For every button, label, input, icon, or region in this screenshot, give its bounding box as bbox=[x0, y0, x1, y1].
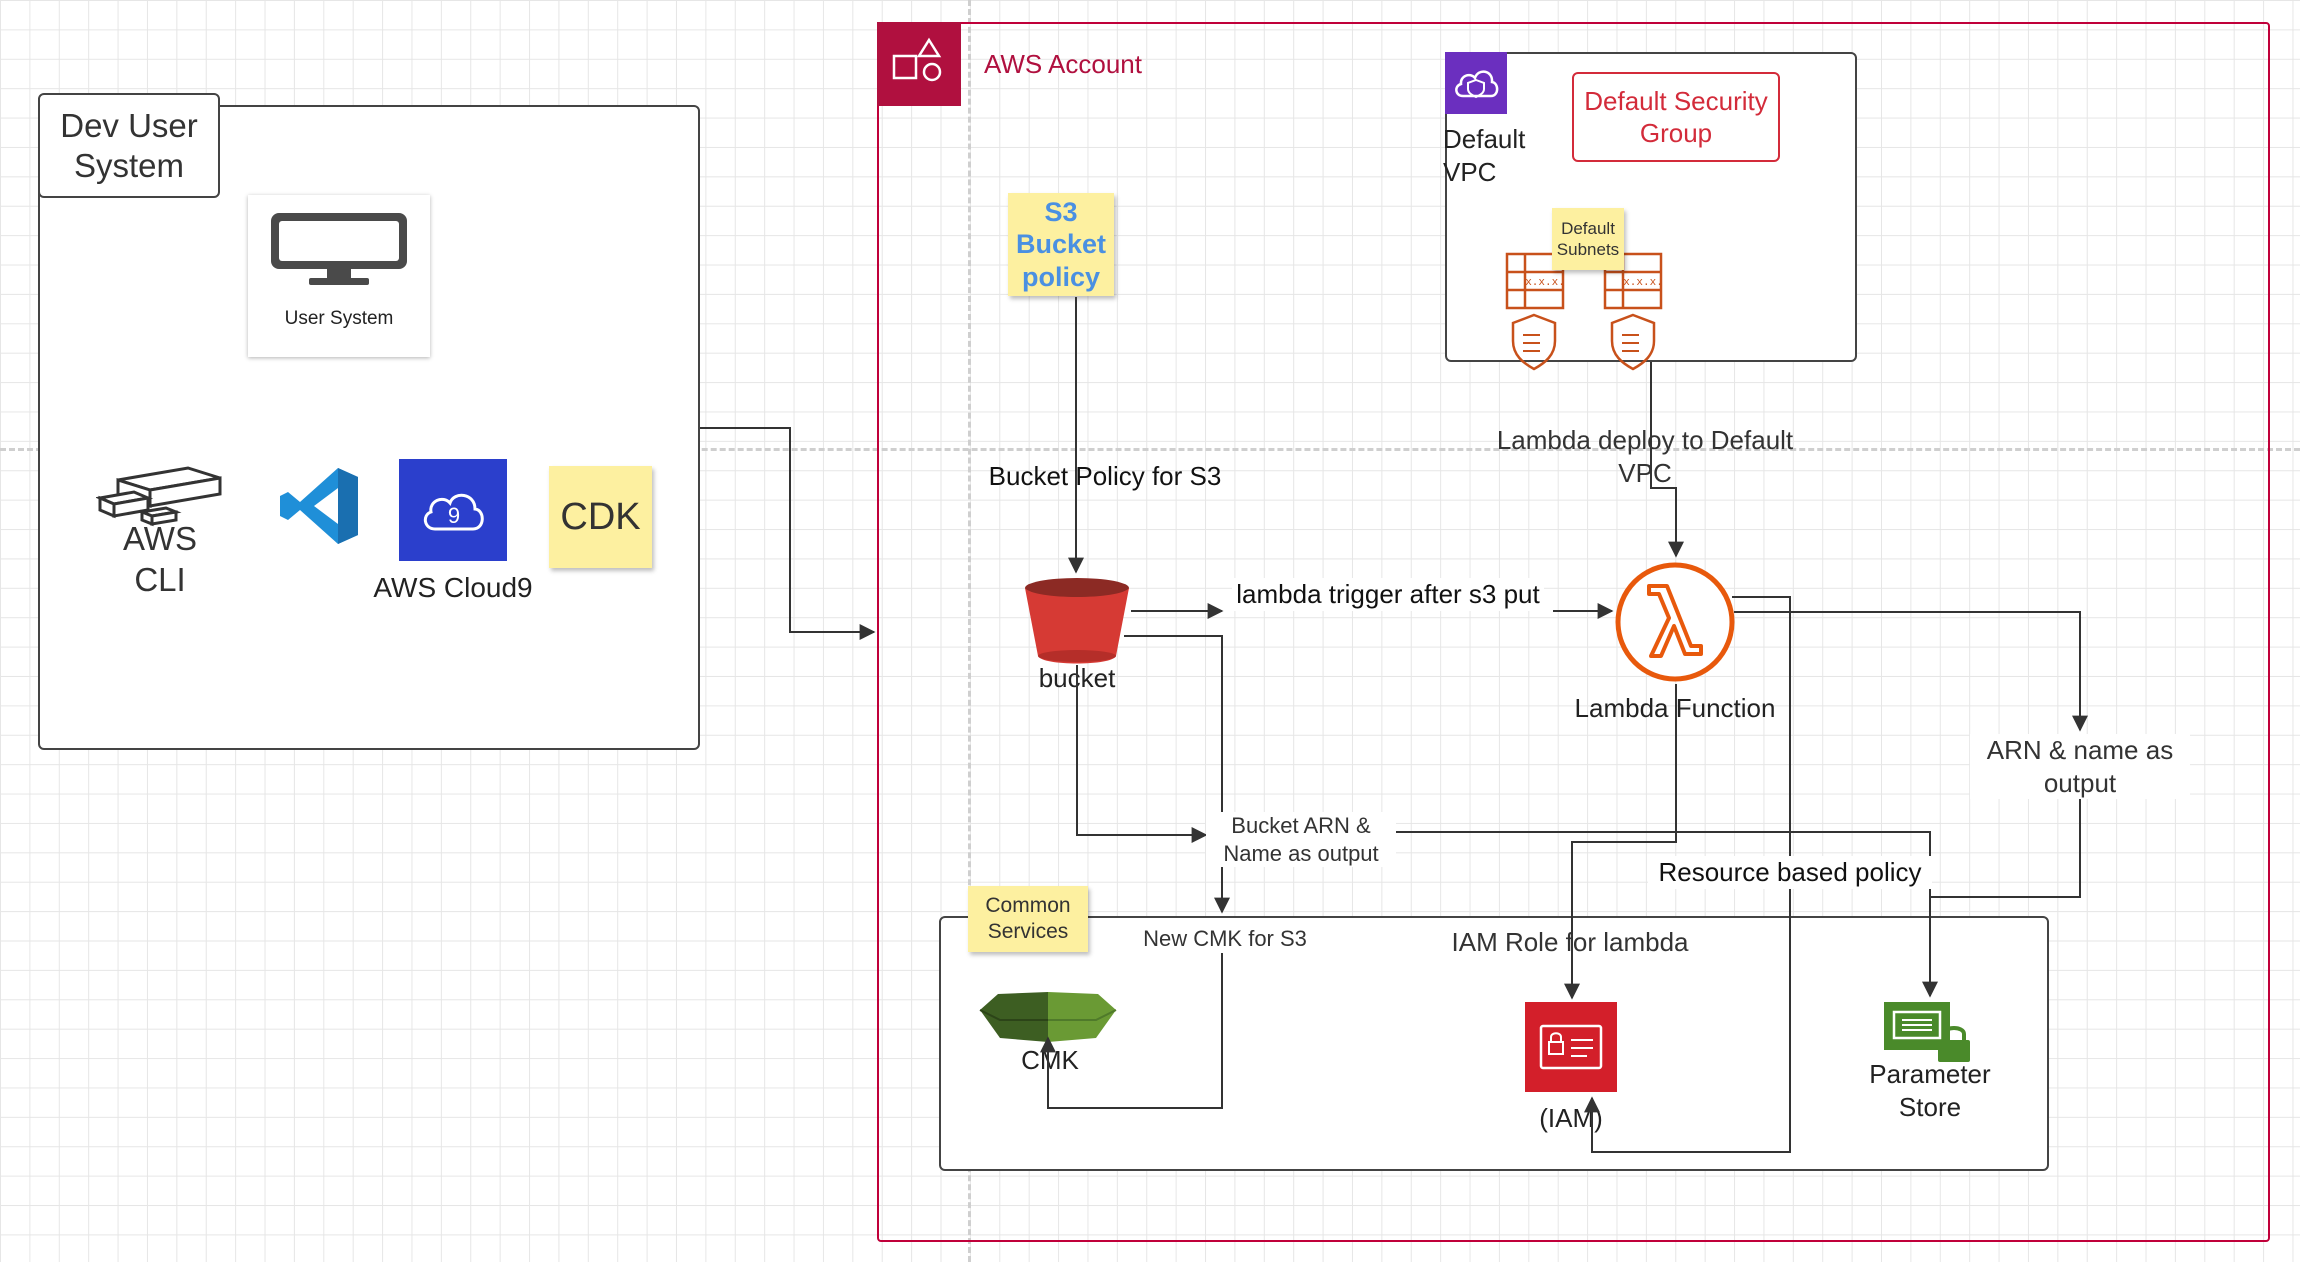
default-vpc-container[interactable] bbox=[1445, 52, 1857, 362]
edge-label-lambda-vpc: Lambda deploy to Default VPC bbox=[1496, 425, 1794, 488]
edge-label-lambda-trigger: lambda trigger after s3 put bbox=[1232, 578, 1544, 611]
edge-label-bucket-policy: Bucket Policy for S3 bbox=[988, 461, 1222, 491]
dev-system-title: Dev User System bbox=[60, 106, 198, 184]
subnet-icon-left: x.x.x. bbox=[1505, 252, 1565, 310]
monitor-icon bbox=[271, 213, 407, 285]
edge-dev-to-aws bbox=[700, 427, 876, 640]
edge-label-bucket-arn: Bucket ARN & Name as output bbox=[1206, 812, 1396, 867]
parameter-store-icon[interactable] bbox=[1882, 1000, 1972, 1064]
default-subnets-note[interactable]: Default Subnets bbox=[1552, 208, 1624, 270]
lambda-icon[interactable] bbox=[1613, 560, 1737, 684]
edge-label-resource-policy: Resource based policy bbox=[1648, 856, 1932, 889]
default-subnets-label: Default Subnets bbox=[1556, 218, 1620, 259]
vpc-label: Default VPC bbox=[1443, 124, 1526, 187]
aws-cli-icon[interactable] bbox=[96, 462, 224, 532]
cdk-label: CDK bbox=[560, 495, 641, 538]
subnet-icon-right: x.x.x. bbox=[1603, 252, 1663, 310]
cmk-label: CMK bbox=[1021, 1045, 1079, 1075]
bucket-label: bucket bbox=[1038, 663, 1116, 693]
svg-text:x.x.x.: x.x.x. bbox=[1525, 277, 1565, 289]
iam-label: (IAM) bbox=[1539, 1103, 1603, 1133]
edge-label-arn-output: ARN & name as output bbox=[1970, 734, 2190, 799]
s3-bucket-policy-note[interactable]: S3 Bucket policy bbox=[1008, 193, 1114, 296]
cloud9-icon[interactable]: 9 bbox=[399, 459, 507, 561]
common-services-label: Common Services bbox=[985, 893, 1071, 943]
parameter-store-label: Parameter Store bbox=[1869, 1059, 1991, 1122]
svg-text:9: 9 bbox=[448, 503, 460, 528]
cmk-icon[interactable] bbox=[978, 990, 1118, 1046]
shield-icon-right bbox=[1610, 313, 1656, 371]
user-system-card[interactable]: User System bbox=[248, 195, 430, 357]
s3-bucket-icon[interactable] bbox=[1020, 576, 1134, 666]
cloud9-label: AWS Cloud9 bbox=[373, 572, 533, 603]
user-system-label: User System bbox=[284, 308, 394, 329]
horizontal-dashed-guide bbox=[0, 448, 2300, 451]
vpc-icon bbox=[1445, 52, 1507, 114]
cdk-note[interactable]: CDK bbox=[549, 466, 652, 568]
svg-text:x.x.x.: x.x.x. bbox=[1623, 277, 1663, 289]
vscode-icon[interactable] bbox=[278, 466, 360, 546]
vertical-dashed-guide bbox=[968, 0, 971, 1262]
aws-account-container[interactable] bbox=[877, 22, 2270, 1242]
common-services-note[interactable]: Common Services bbox=[968, 886, 1088, 952]
aws-account-icon bbox=[877, 22, 961, 106]
security-group-box[interactable]: Default Security Group bbox=[1572, 72, 1780, 162]
security-group-label: Default Security Group bbox=[1584, 85, 1768, 149]
shield-icon-left bbox=[1511, 313, 1557, 371]
aws-cli-label: AWS CLI bbox=[123, 520, 197, 599]
aws-account-title: AWS Account bbox=[984, 49, 1142, 79]
dev-system-title-box: Dev User System bbox=[38, 93, 220, 198]
edge-label-iam-role: IAM Role for lambda bbox=[1451, 927, 1689, 957]
s3-bucket-policy-label: S3 Bucket policy bbox=[1015, 196, 1107, 292]
edge-label-new-cmk: New CMK for S3 bbox=[1122, 925, 1328, 953]
lambda-label: Lambda Function bbox=[1574, 693, 1776, 723]
iam-icon[interactable] bbox=[1525, 1002, 1617, 1092]
